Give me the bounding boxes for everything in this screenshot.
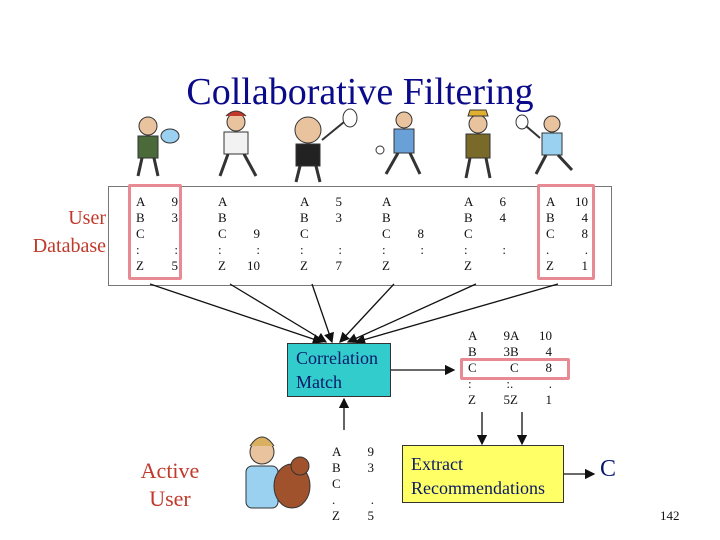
active-user-label-line: User (149, 486, 191, 511)
db-to-correlation-arrow (311, 283, 334, 344)
extract-recommendations-box: Extract Recommendations (402, 445, 564, 503)
correlation-match-box: Correlation Match (287, 343, 391, 397)
user-figure-icon (375, 111, 422, 175)
db-to-correlation-arrow (346, 283, 477, 343)
user-database-label: User Database (20, 204, 106, 260)
user-figure-icon (136, 116, 180, 177)
user-database-label-line: User (68, 207, 106, 229)
db-to-correlation-arrow (149, 283, 324, 345)
correlation-label-line: Match (296, 372, 342, 392)
db-to-correlation-arrow (229, 283, 328, 343)
c-row-highlight (460, 358, 570, 380)
db-to-correlation-arrow (354, 283, 559, 345)
user-figure-icon (218, 110, 258, 177)
user-figure-icon (515, 114, 574, 175)
user-database-box (108, 186, 612, 286)
db-to-correlation-arrow (339, 283, 395, 343)
user-figure-icon (464, 109, 492, 179)
extract-label-line: Extract (411, 454, 463, 474)
extract-label-line: Recommendations (411, 478, 545, 498)
correlation-label-line: Correlation (296, 348, 378, 368)
matched-user-highlight (537, 184, 595, 280)
user-database-label-line: Database (32, 235, 106, 257)
active-user-figure-icon (245, 436, 311, 509)
active-user-label: Active User (130, 457, 210, 513)
matched-user-highlight (128, 184, 182, 280)
page-number: 142 (660, 508, 680, 523)
user-figure-icon (294, 108, 358, 183)
recommendation-result: C (600, 456, 617, 482)
active-user-label-line: Active (140, 458, 200, 483)
slide-title: Collaborative Filtering (186, 71, 534, 113)
